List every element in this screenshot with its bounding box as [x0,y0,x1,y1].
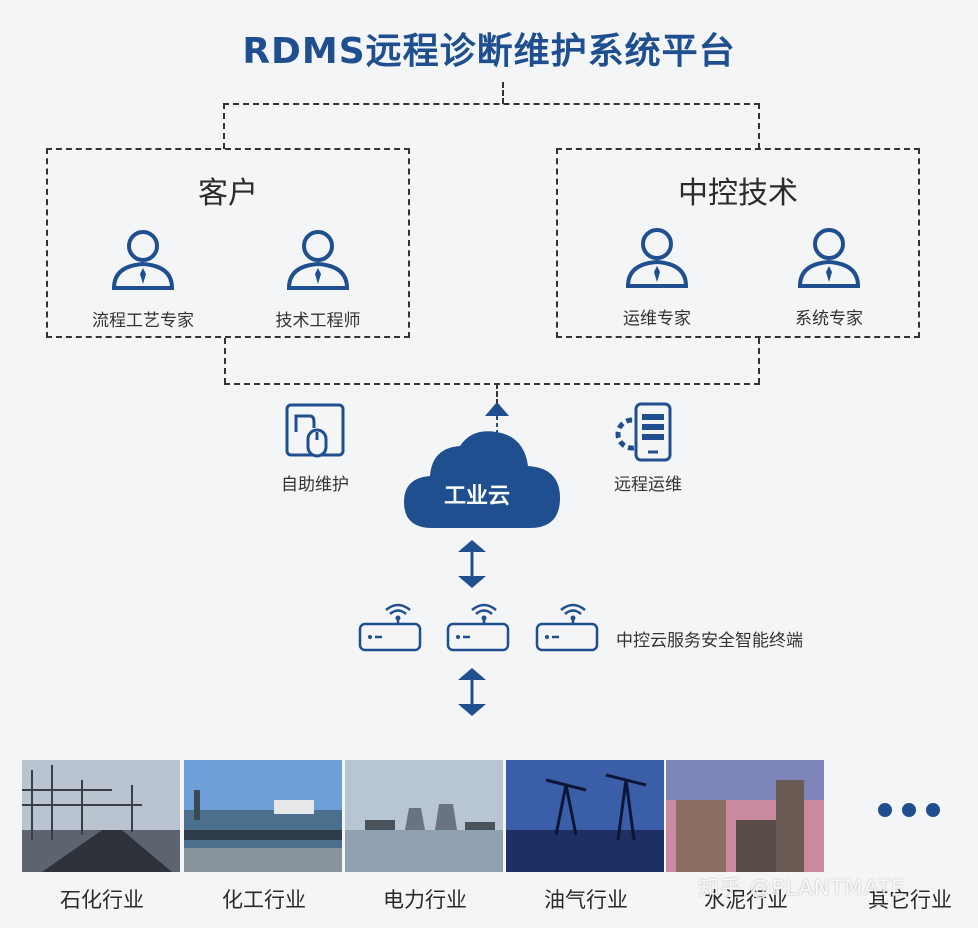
person-icon [625,228,689,288]
person-label: 系统专家 [795,309,863,329]
industry-label: 电力行业 [383,888,467,912]
terminals-label: 中控云服务安全智能终端 [616,631,803,651]
person-icon [797,228,861,288]
connector-line [758,338,760,384]
person-icon [111,230,175,290]
router-icon [535,603,599,652]
chemical-photo [184,760,342,872]
self-service-label: 自助维护 [281,475,349,495]
connector-line [224,383,760,385]
connector-line [496,383,498,413]
person-label: 运维专家 [623,309,691,329]
phone-gear-icon [615,402,672,462]
industry-label: 其它行业 [868,888,952,912]
remote-ops-label: 远程运维 [614,475,682,495]
monitor-mouse-icon [285,403,345,458]
power-photo [345,760,503,872]
watermark: 知乎 @PLANTMATE [698,876,906,900]
more-dot-icon [926,803,940,817]
person-label: 流程工艺专家 [92,311,194,331]
industry-label: 石化行业 [60,888,144,912]
industry-label: 水泥行业 [704,888,788,912]
more-dot-icon [878,803,892,817]
router-icon [358,603,422,652]
double-arrow-icon [458,668,486,716]
connector-line [224,338,226,384]
router-icon [446,603,510,652]
group-title: 中控技术 [678,176,798,211]
industry-label: 化工行业 [222,888,306,912]
arrow-up-icon [485,402,509,440]
group-title: 客户 [198,176,258,211]
person-system-expert: 系统专家 [744,226,914,329]
customer-group: 客户 流程工艺专家 技术工程师 [46,148,410,338]
oil-gas-photo [506,760,664,872]
cement-photo [666,760,824,872]
double-arrow-icon [458,540,486,588]
person-ops-expert: 运维专家 [572,226,742,329]
person-label: 技术工程师 [275,311,361,331]
petrochemical-photo [22,760,180,872]
more-dot-icon [902,803,916,817]
person-icon [286,230,350,290]
connector-line [223,103,225,149]
connector-line [223,103,760,105]
cloud-label: 工业云 [443,484,510,509]
cloud-icon [404,431,560,528]
page-title: RDMS远程诊断维护系统平台 [242,31,736,72]
supcon-group: 中控技术 运维专家 系统专家 [556,148,920,338]
person-process-expert: 流程工艺专家 [58,228,228,331]
industry-label: 油气行业 [544,888,628,912]
person-tech-engineer: 技术工程师 [233,228,403,331]
connector-line [758,103,760,149]
connector-line [502,82,504,104]
